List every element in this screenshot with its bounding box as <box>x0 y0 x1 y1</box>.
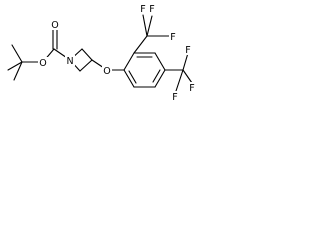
bond-cf3-bottom-f3 <box>175 69 184 92</box>
atom-fluorine-bottom-1: F <box>184 44 193 56</box>
atom-label: O <box>103 66 110 77</box>
atom-label: O <box>39 58 46 69</box>
bond-ring-1 <box>123 52 135 71</box>
atom-label: F <box>170 32 175 43</box>
atom-fluorine-top-3: F <box>169 31 178 43</box>
bond-cf3-bottom-f1 <box>182 52 189 71</box>
atom-fluorine-top-2: F <box>139 3 148 15</box>
bond-tbu-methyl-3 <box>13 61 23 81</box>
atom-fluorine-bottom-2: F <box>188 82 197 94</box>
atom-fluorine-bottom-3: F <box>171 91 180 103</box>
bond-tbu-methyl-1 <box>11 44 23 63</box>
bond-cf3-top-f2 <box>142 14 148 37</box>
atom-ether-oxygen: O <box>102 65 112 77</box>
bond-cf3-top-f1 <box>146 15 153 37</box>
atom-label: F <box>172 92 177 103</box>
bond-ring-inner-3 <box>128 70 137 84</box>
bond-ring-cf3-top <box>133 35 148 54</box>
atom-label: F <box>185 45 190 56</box>
bond-ring-4 <box>154 69 166 88</box>
atom-label: F <box>149 4 154 15</box>
atom-ester-oxygen: O <box>38 57 48 69</box>
bond-azetidine-3 <box>79 59 93 72</box>
bond-tbu-methyl-2 <box>7 61 23 71</box>
bond-ring-inner-2 <box>152 69 161 83</box>
atom-carbonyl-oxygen: O <box>50 19 60 31</box>
atom-fluorine-top-1: F <box>148 3 157 15</box>
atom-label: O <box>51 20 58 31</box>
bonds <box>7 14 193 92</box>
bond-azetidine-2 <box>81 48 93 61</box>
chemical-structure: O O N O F F F F <box>7 3 197 103</box>
bond-ring-6 <box>123 69 135 88</box>
bond-cf3-bottom-f2 <box>182 69 193 84</box>
atom-labels: O O N O F F F F <box>38 3 197 103</box>
atom-label: N <box>66 56 73 67</box>
bond-ring-3 <box>154 52 166 71</box>
atom-label: F <box>189 83 194 94</box>
atom-ring-nitrogen: N <box>65 55 75 67</box>
atom-label: F <box>140 4 145 15</box>
